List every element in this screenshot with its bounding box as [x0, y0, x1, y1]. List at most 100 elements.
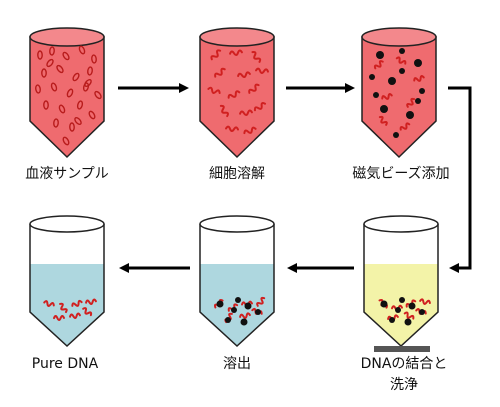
magnetic-bead — [414, 59, 422, 67]
label-binding-washing: DNAの結合と 洗浄 — [361, 354, 448, 396]
beads-eluted — [213, 296, 266, 326]
dna-strand — [43, 300, 55, 307]
blood-cell — [53, 118, 59, 128]
magnetic-bead — [389, 317, 395, 323]
blood-cell — [72, 72, 80, 82]
tube-opening — [363, 215, 439, 233]
tube-body — [361, 36, 437, 159]
dna-strand — [85, 298, 97, 305]
magnetic-bead — [244, 302, 252, 310]
blood-cell — [49, 46, 55, 56]
magnetic-bead — [240, 318, 248, 326]
red-blood-cells — [35, 45, 102, 146]
tube-opening — [29, 27, 105, 47]
label-elution: 溶出 — [223, 356, 251, 372]
tube-opening — [199, 215, 275, 233]
tube-opening — [361, 27, 437, 47]
dna-strand — [395, 56, 407, 65]
tube-cell-lysis — [199, 27, 275, 159]
dna-strand — [59, 302, 68, 314]
blood-cell — [94, 90, 102, 100]
magnetic-bead — [393, 132, 399, 138]
blood-cell — [56, 64, 64, 74]
dna-strand — [419, 298, 431, 305]
dna-strand — [406, 97, 416, 108]
blood-cell — [82, 82, 90, 92]
dna-strand — [373, 60, 384, 70]
dna-and-beads — [369, 48, 425, 138]
magnetic-bead — [235, 297, 241, 303]
blood-cell — [50, 82, 58, 92]
blood-cell — [74, 116, 82, 126]
blood-cell — [46, 58, 54, 68]
magnetic-bead — [388, 77, 396, 85]
dna-strand — [227, 90, 241, 99]
dna-strands — [207, 49, 269, 135]
blood-cell — [37, 50, 43, 60]
tube-blood-sample — [29, 27, 105, 159]
magnetic-bead — [376, 51, 384, 59]
blood-cell — [43, 100, 49, 110]
dna-strand — [71, 299, 83, 307]
magnetic-bead — [231, 307, 237, 313]
dna-strand — [229, 49, 243, 56]
blood-cell — [91, 54, 97, 64]
magnetic-bead — [408, 302, 416, 310]
beads-bound — [378, 297, 431, 326]
magnetic-bead — [399, 48, 405, 54]
magnetic-bead — [369, 74, 375, 80]
tube-opening — [199, 27, 275, 47]
blood-cell — [66, 88, 74, 98]
magnetic-bead — [399, 297, 405, 303]
tube-bead-addition — [361, 27, 437, 159]
magnet-bar — [374, 346, 430, 352]
magnetic-bead — [216, 300, 224, 308]
pure-dna-strands — [43, 298, 97, 321]
blood-cell — [41, 68, 47, 78]
blood-cell — [88, 110, 96, 120]
dna-strand — [219, 104, 229, 118]
arrow-3-to-4 — [448, 86, 472, 273]
tube-outline — [199, 224, 275, 348]
label-cell-lysis: 細胞溶解 — [209, 166, 265, 182]
magnetic-bead — [373, 92, 379, 98]
dna-strand — [253, 101, 267, 112]
dna-strand — [225, 125, 239, 132]
dna-strand — [381, 93, 393, 100]
blood-cell — [78, 45, 86, 55]
magnetic-bead — [399, 68, 405, 74]
dna-strand — [248, 83, 260, 94]
tube-opening — [29, 215, 105, 233]
magnetic-bead — [406, 111, 414, 119]
label-pure-dna: Pure DNA — [31, 356, 99, 372]
magnetic-bead — [415, 98, 421, 104]
dna-strand — [82, 307, 93, 317]
tube-binding-washing — [363, 215, 439, 348]
label-bead-addition: 磁気ビーズ添加 — [352, 166, 450, 182]
dna-strand — [237, 71, 251, 78]
magnetic-bead — [380, 105, 388, 113]
blood-cell — [87, 66, 93, 76]
label-blood-sample: 血液サンプル — [25, 166, 109, 182]
blood-cell — [35, 84, 41, 94]
dna-strand — [53, 314, 65, 321]
magnetic-bead — [380, 300, 388, 308]
magnetic-bead — [225, 317, 231, 323]
tube-pure-dna — [29, 215, 105, 348]
blood-cell — [62, 51, 70, 61]
dna-strand — [207, 86, 221, 95]
dna-strand — [255, 67, 269, 74]
dna-strand — [239, 312, 251, 319]
blood-cell — [76, 100, 84, 110]
blood-cell — [58, 104, 66, 114]
dna-strand — [239, 109, 253, 116]
tube-elution — [199, 215, 275, 348]
dna-strand — [378, 115, 388, 126]
liquid-blue — [30, 264, 104, 346]
dna-strand — [413, 75, 425, 82]
dna-strand — [403, 311, 415, 320]
magnetic-bead — [404, 318, 412, 326]
label-binding-washing-line2: 洗浄 — [390, 377, 418, 393]
